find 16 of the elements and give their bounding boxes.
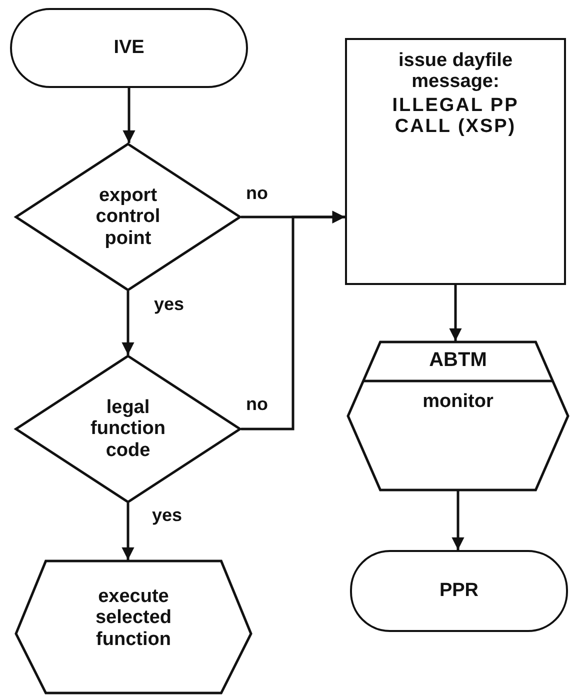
node-text: IVE bbox=[114, 37, 144, 59]
node-text: ILLEGAL PP CALL (XSP) bbox=[391, 94, 520, 138]
arrow bbox=[122, 503, 134, 560]
node-text: execute selected function bbox=[94, 586, 173, 650]
node-text: legal function code bbox=[90, 397, 166, 461]
arrow bbox=[122, 291, 134, 355]
arrow bbox=[452, 491, 464, 550]
node-text: ABTM bbox=[429, 349, 487, 372]
node-text: monitor bbox=[422, 391, 494, 413]
arrow bbox=[449, 285, 462, 341]
process-box bbox=[345, 38, 566, 285]
arrow bbox=[122, 88, 136, 143]
node-text: export control point bbox=[94, 185, 162, 249]
arrow bbox=[241, 210, 345, 430]
node-text: issue dayfile message: bbox=[397, 50, 514, 93]
node-text: PPR bbox=[439, 580, 479, 602]
